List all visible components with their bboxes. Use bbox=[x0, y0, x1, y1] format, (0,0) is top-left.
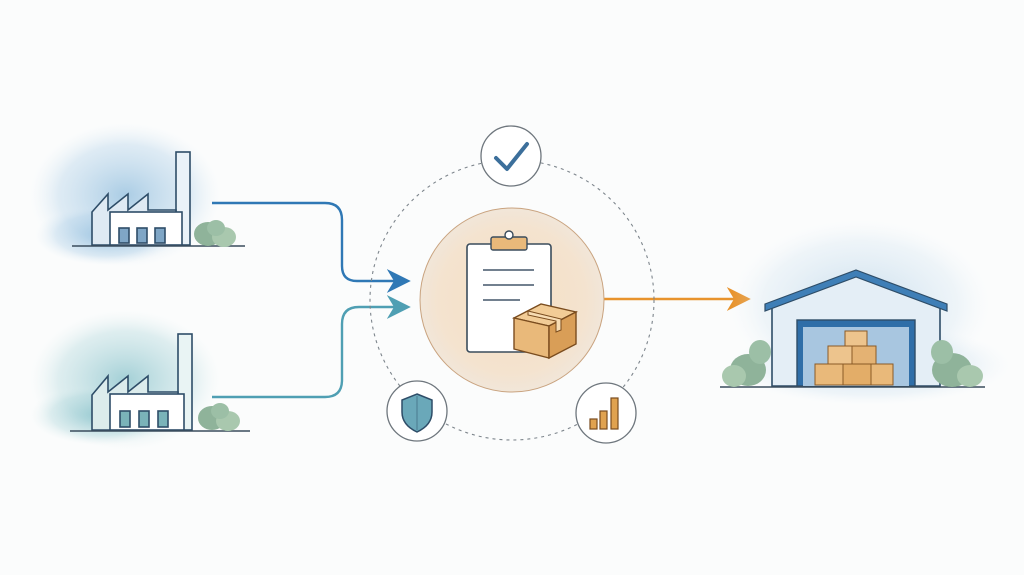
bar-chart-icon bbox=[589, 397, 619, 430]
hub-node bbox=[419, 207, 605, 393]
factory-icon bbox=[70, 333, 250, 432]
bush-icon bbox=[931, 340, 983, 387]
checkmark-icon bbox=[494, 142, 529, 171]
bush-icon bbox=[198, 403, 240, 431]
supplier-top-factory bbox=[30, 123, 245, 267]
quality-check-node bbox=[480, 125, 542, 187]
destination-warehouse bbox=[720, 220, 1010, 405]
package-box-icon bbox=[511, 303, 579, 360]
analytics-node bbox=[575, 382, 637, 444]
factory-icon bbox=[72, 151, 245, 247]
security-node bbox=[386, 380, 448, 442]
bush-icon bbox=[194, 220, 236, 247]
supplier-bottom-flow-arrow bbox=[212, 295, 411, 399]
warehouse-icon bbox=[720, 269, 985, 388]
supplier-bottom-factory bbox=[30, 310, 250, 450]
stacked-boxes-icon bbox=[814, 330, 894, 386]
supplier-top-flow-arrow bbox=[212, 201, 411, 293]
orbit-ring bbox=[369, 159, 655, 441]
bush-icon bbox=[722, 340, 771, 387]
